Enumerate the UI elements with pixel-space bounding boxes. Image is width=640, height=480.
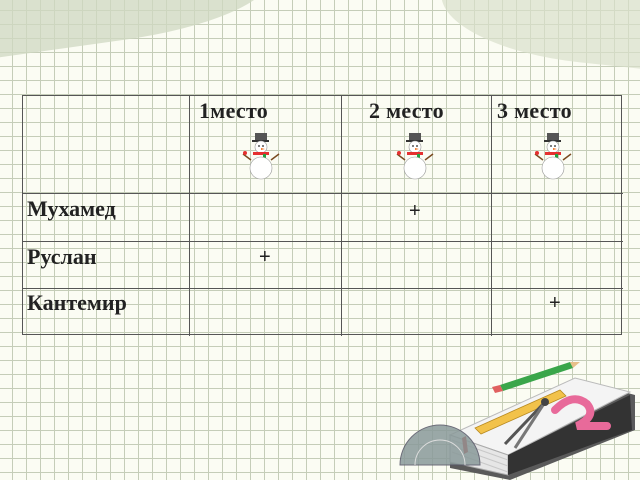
column-header-2: 2 место [369,98,444,123]
table-divider [491,96,492,336]
table-divider [341,96,342,336]
mark-row3-place3: + [549,292,561,314]
book-with-school-supplies-icon [399,362,635,480]
table-divider [189,96,190,336]
column-header-3: 3 место [497,98,572,123]
row-name-1: Мухамед [27,196,116,221]
table-divider [23,288,623,289]
table-divider [23,241,623,242]
mark-row2-place1: + [259,246,271,268]
snowman-icon [534,133,572,180]
corner-decoration-right [435,0,640,73]
corner-decoration-left [0,0,275,61]
column-header-1: 1место [199,98,269,123]
snowman-icon [242,133,280,180]
table-divider [23,193,623,194]
row-name-2: Руслан [27,244,97,269]
snowman-icon [396,133,434,180]
row-name-3: Кантемир [27,290,127,315]
mark-row1-place2: + [409,200,421,222]
results-table: 1место 2 место 3 место [22,95,623,336]
